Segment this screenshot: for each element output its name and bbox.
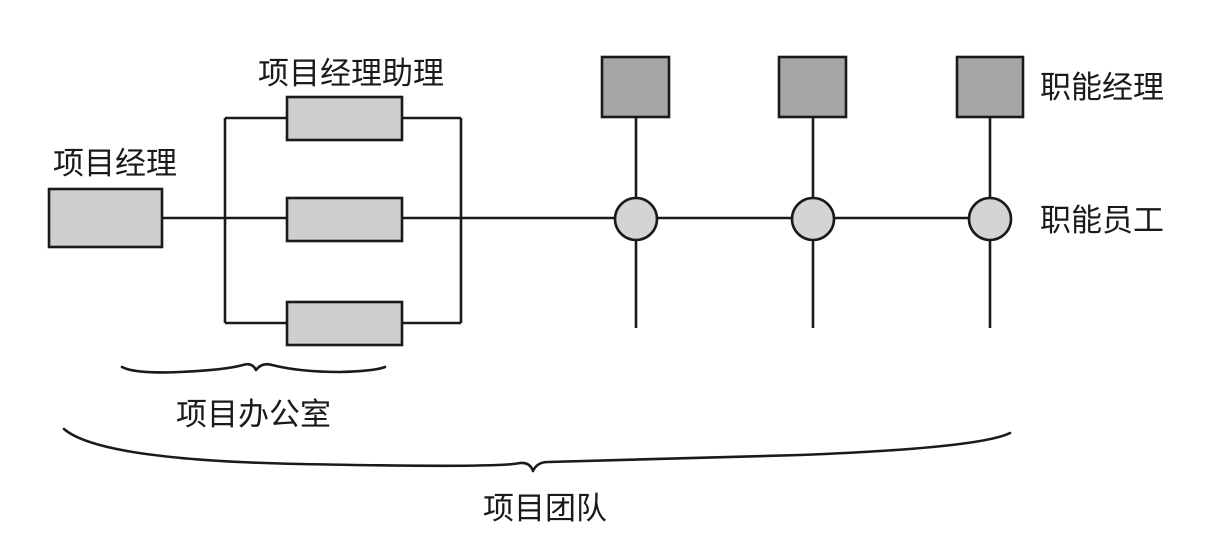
functional-manager-box-2: [777, 55, 848, 119]
project-manager-box: [47, 187, 164, 249]
functional-staff-label: 职能员工: [1040, 203, 1164, 239]
project-office-label: 项目办公室: [176, 397, 331, 433]
functional-staff-node-2: [790, 196, 836, 242]
assistant-box-top: [285, 95, 404, 142]
project-office-brace: [120, 362, 387, 374]
functional-staff-node-1: [613, 196, 659, 242]
assistant-label: 项目经理助理: [258, 56, 444, 92]
project-team-label: 项目团队: [483, 491, 607, 527]
functional-manager-box-3: [955, 55, 1025, 119]
functional-staff-node-3: [967, 196, 1013, 242]
functional-manager-box-1: [600, 55, 671, 119]
functional-manager-label: 职能经理: [1040, 70, 1164, 106]
project-team-brace: [62, 427, 1012, 473]
project-manager-label: 项目经理: [53, 146, 177, 182]
assistant-box-middle: [285, 196, 404, 243]
assistant-box-bottom: [285, 300, 404, 347]
